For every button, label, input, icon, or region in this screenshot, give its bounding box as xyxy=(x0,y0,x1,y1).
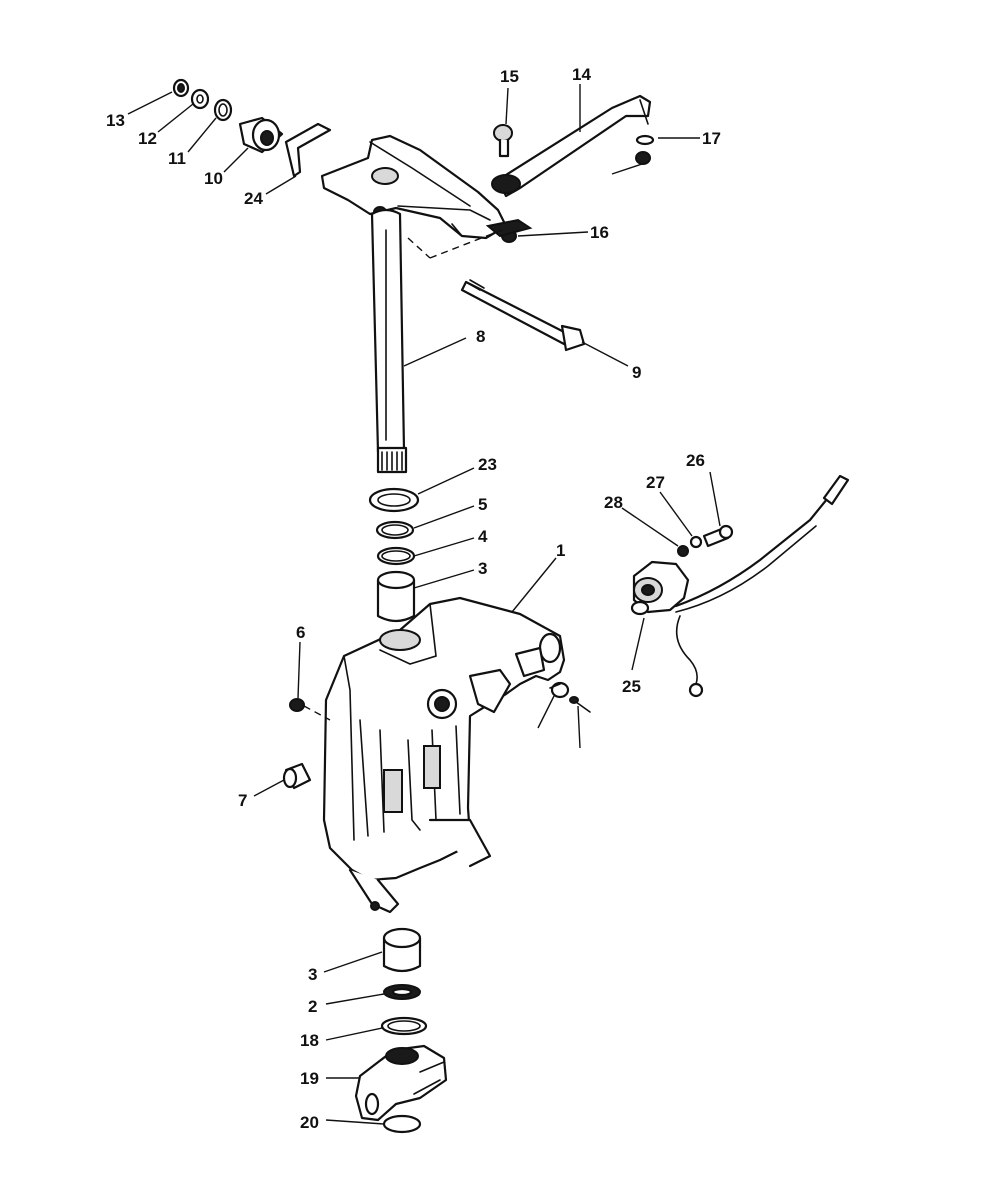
leader-22 xyxy=(265,175,297,195)
bolt-9 xyxy=(407,229,586,352)
callout-2: 2 xyxy=(308,997,317,1016)
leader-11 xyxy=(187,117,217,153)
leader-25 xyxy=(659,491,693,537)
washer-4 xyxy=(376,546,416,566)
callout-20: 20 xyxy=(300,1113,319,1132)
swivel-bracket-1 xyxy=(322,596,566,914)
washer-18 xyxy=(380,1016,428,1036)
plate-22 xyxy=(284,122,332,178)
leader-6 xyxy=(297,641,301,699)
callout-17: 17 xyxy=(702,129,721,148)
steering-arm-casting xyxy=(320,134,508,240)
seal-2 xyxy=(383,984,421,1000)
bushing-3-lower xyxy=(382,927,422,973)
washer-25 xyxy=(689,535,703,549)
leader-5 xyxy=(413,505,475,529)
callout-19: 19 xyxy=(300,1069,319,1088)
callout-11: 11 xyxy=(168,149,186,168)
callout-18: 18 xyxy=(300,1031,319,1050)
switch-cable xyxy=(674,474,850,698)
leader-23 xyxy=(631,617,645,671)
callout-5: 5 xyxy=(478,495,487,514)
callout-22: 24 xyxy=(244,189,263,208)
washer-11 xyxy=(213,98,233,122)
screw-24 xyxy=(702,524,734,548)
nut-17 xyxy=(635,134,655,146)
bushing-7 xyxy=(282,762,312,790)
washer-26 xyxy=(677,545,689,557)
leader-26 xyxy=(621,507,679,547)
ring-20 xyxy=(382,1114,422,1134)
leader-24 xyxy=(709,471,721,527)
leader-8 xyxy=(403,337,467,367)
leader-2 xyxy=(325,993,385,1005)
callout-labels: 13 12 11 10 24 15 14 17 16 8 9 23 5 4 3 … xyxy=(106,65,721,1132)
leader-9 xyxy=(581,341,629,367)
leader-15 xyxy=(505,87,509,125)
leader-13 xyxy=(127,91,173,115)
callout-8: 8 xyxy=(476,327,485,346)
leader-lines xyxy=(127,84,721,1125)
washer-13 xyxy=(172,78,190,98)
callout-21: 23 xyxy=(478,455,497,474)
pin-28 xyxy=(549,681,570,699)
callout-15: 15 xyxy=(500,67,519,86)
callout-16: 16 xyxy=(590,223,609,242)
leader-16a xyxy=(517,231,589,237)
callout-4: 4 xyxy=(478,527,488,546)
leader-18 xyxy=(325,1027,383,1041)
callout-12: 12 xyxy=(138,129,157,148)
callout-1: 1 xyxy=(556,541,565,560)
leader-1 xyxy=(511,557,557,613)
callout-3-upper: 3 xyxy=(478,559,487,578)
callout-25: 27 xyxy=(646,473,665,492)
bushing-10 xyxy=(238,116,284,154)
leader-28 xyxy=(537,695,555,729)
leader-3b xyxy=(323,951,383,973)
callout-10: 10 xyxy=(204,169,223,188)
washer-21 xyxy=(368,487,420,513)
leader-10 xyxy=(223,147,249,173)
callout-7: 7 xyxy=(238,791,247,810)
washer-5 xyxy=(375,520,415,540)
screw-6 xyxy=(289,698,305,712)
leader-16b xyxy=(611,161,649,175)
leader-12 xyxy=(157,103,194,133)
leader-20 xyxy=(325,1119,385,1125)
bolt-15 xyxy=(493,124,513,158)
leader-3a xyxy=(413,569,475,589)
leader-4 xyxy=(413,537,475,557)
callout-14: 14 xyxy=(572,65,591,84)
washer-12 xyxy=(190,88,210,110)
callout-3-lower: 3 xyxy=(308,965,317,984)
leader-27 xyxy=(577,705,581,749)
steering-link-14 xyxy=(491,94,652,198)
leader-7 xyxy=(253,779,285,797)
screw-6-centerline xyxy=(303,705,331,721)
screw-27 xyxy=(569,696,591,713)
callout-9: 9 xyxy=(632,363,641,382)
callout-26: 28 xyxy=(604,493,623,512)
steering-clamp-19 xyxy=(354,1044,448,1122)
leader-21 xyxy=(417,467,475,495)
callout-23: 25 xyxy=(622,677,641,696)
callout-13: 13 xyxy=(106,111,125,130)
callout-24: 26 xyxy=(686,451,705,470)
callout-6: 6 xyxy=(296,623,305,642)
steering-shaft-8 xyxy=(370,208,408,474)
switch-23 xyxy=(630,560,690,616)
bushing-3-upper xyxy=(376,570,416,623)
